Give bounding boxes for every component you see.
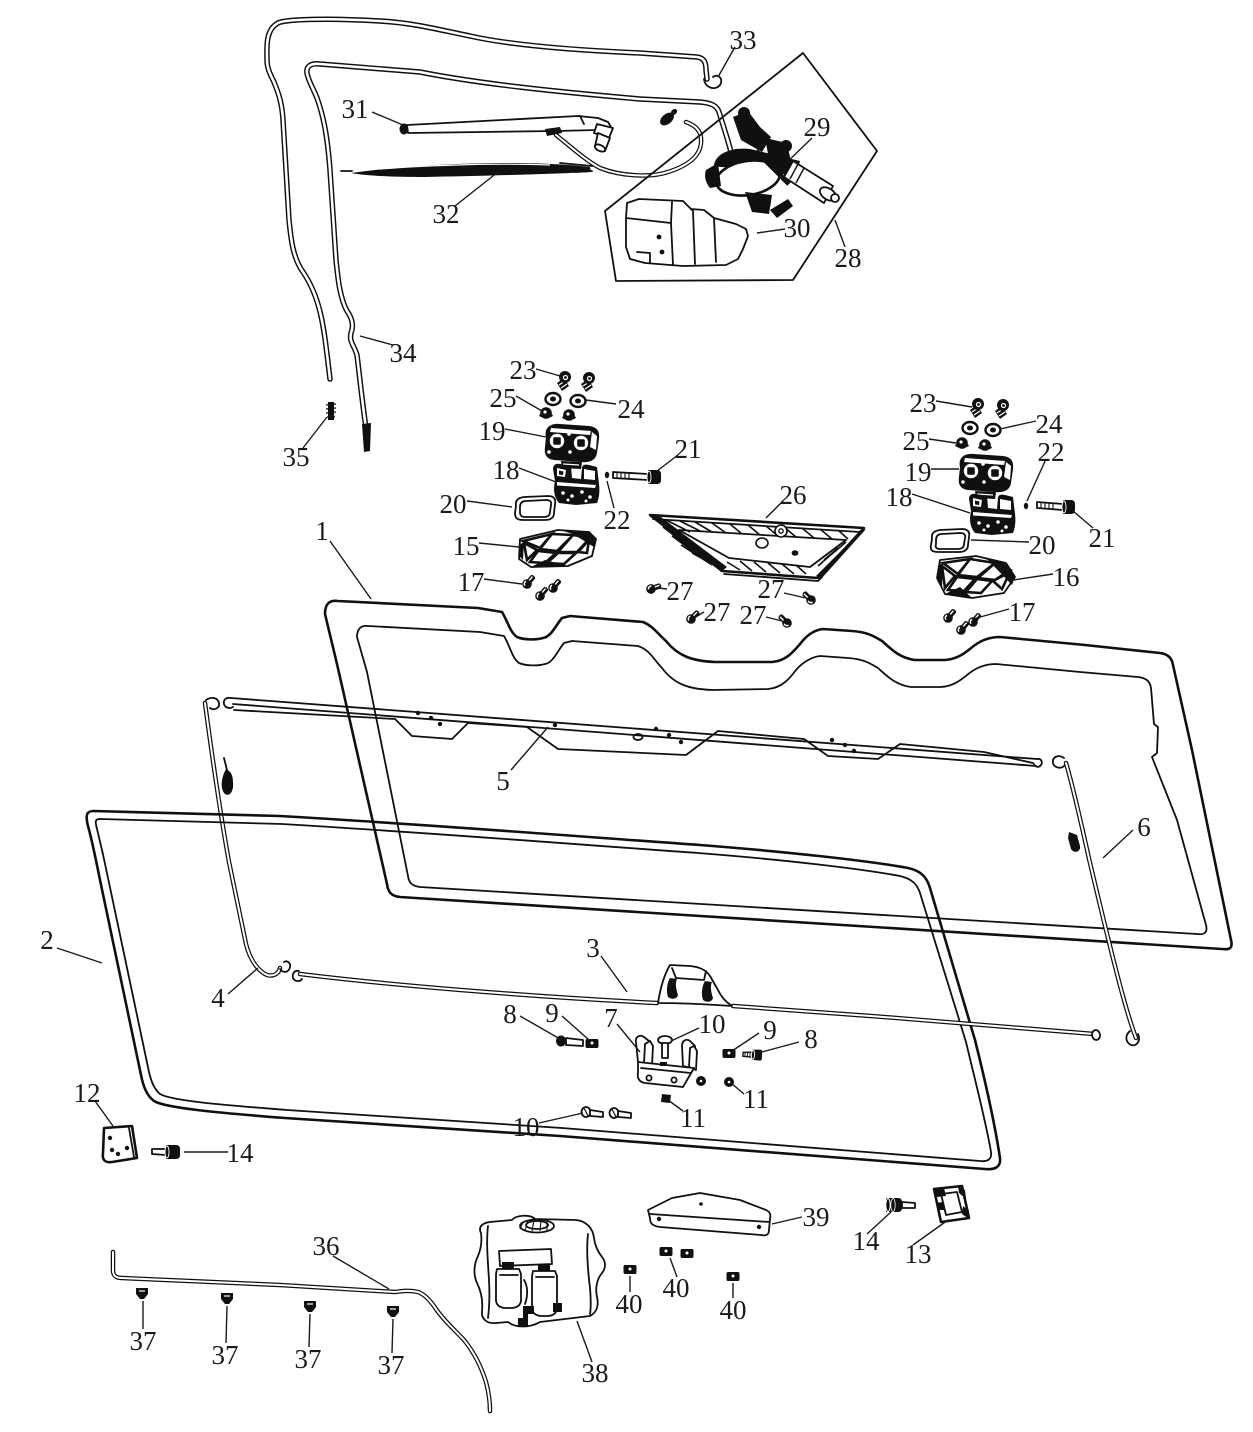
- svg-text:20: 20: [440, 489, 467, 519]
- svg-text:37: 37: [212, 1340, 239, 1370]
- svg-text:12: 12: [74, 1078, 101, 1108]
- svg-text:24: 24: [618, 394, 646, 424]
- svg-text:11: 11: [743, 1084, 769, 1114]
- svg-text:36: 36: [313, 1231, 340, 1261]
- svg-text:19: 19: [905, 457, 932, 487]
- svg-text:30: 30: [784, 213, 811, 243]
- svg-text:4: 4: [211, 983, 225, 1013]
- svg-text:19: 19: [479, 416, 506, 446]
- svg-text:8: 8: [503, 999, 517, 1029]
- svg-text:14: 14: [853, 1226, 881, 1256]
- svg-text:23: 23: [910, 388, 937, 418]
- svg-text:27: 27: [758, 574, 785, 604]
- svg-text:11: 11: [680, 1103, 706, 1133]
- svg-text:27: 27: [667, 576, 694, 606]
- svg-text:28: 28: [835, 243, 862, 273]
- svg-text:8: 8: [804, 1024, 818, 1054]
- svg-text:2: 2: [40, 925, 54, 955]
- svg-text:22: 22: [604, 505, 631, 535]
- svg-text:1: 1: [315, 516, 329, 546]
- svg-text:27: 27: [704, 597, 731, 627]
- svg-text:40: 40: [616, 1289, 643, 1319]
- svg-text:40: 40: [663, 1273, 690, 1303]
- svg-text:20: 20: [1029, 530, 1056, 560]
- svg-text:26: 26: [780, 480, 807, 510]
- svg-text:14: 14: [227, 1138, 255, 1168]
- svg-text:6: 6: [1137, 812, 1151, 842]
- svg-text:37: 37: [130, 1326, 157, 1356]
- svg-text:31: 31: [342, 94, 369, 124]
- svg-text:21: 21: [1089, 523, 1116, 553]
- svg-text:29: 29: [804, 112, 831, 142]
- svg-text:17: 17: [1009, 597, 1036, 627]
- svg-text:40: 40: [720, 1295, 747, 1325]
- svg-text:10: 10: [699, 1009, 726, 1039]
- svg-text:38: 38: [582, 1358, 609, 1388]
- svg-text:5: 5: [496, 766, 510, 796]
- svg-text:21: 21: [675, 434, 702, 464]
- svg-text:23: 23: [510, 355, 537, 385]
- svg-text:39: 39: [803, 1202, 830, 1232]
- svg-text:7: 7: [604, 1003, 618, 1033]
- svg-text:10: 10: [513, 1112, 540, 1142]
- svg-text:37: 37: [378, 1350, 405, 1380]
- svg-text:25: 25: [903, 426, 930, 456]
- svg-text:3: 3: [586, 933, 600, 963]
- svg-text:22: 22: [1038, 437, 1065, 467]
- svg-text:18: 18: [493, 455, 520, 485]
- svg-text:13: 13: [905, 1239, 932, 1269]
- svg-text:33: 33: [730, 25, 757, 55]
- svg-text:27: 27: [740, 600, 767, 630]
- svg-text:25: 25: [490, 383, 517, 413]
- svg-text:17: 17: [458, 567, 485, 597]
- svg-text:9: 9: [545, 998, 559, 1028]
- svg-text:37: 37: [295, 1344, 322, 1374]
- svg-text:16: 16: [1053, 562, 1080, 592]
- svg-text:18: 18: [886, 482, 913, 512]
- svg-text:35: 35: [283, 442, 310, 472]
- svg-text:34: 34: [390, 338, 418, 368]
- svg-text:24: 24: [1036, 409, 1064, 439]
- svg-text:32: 32: [433, 199, 460, 229]
- svg-text:15: 15: [453, 531, 480, 561]
- svg-text:9: 9: [763, 1015, 777, 1045]
